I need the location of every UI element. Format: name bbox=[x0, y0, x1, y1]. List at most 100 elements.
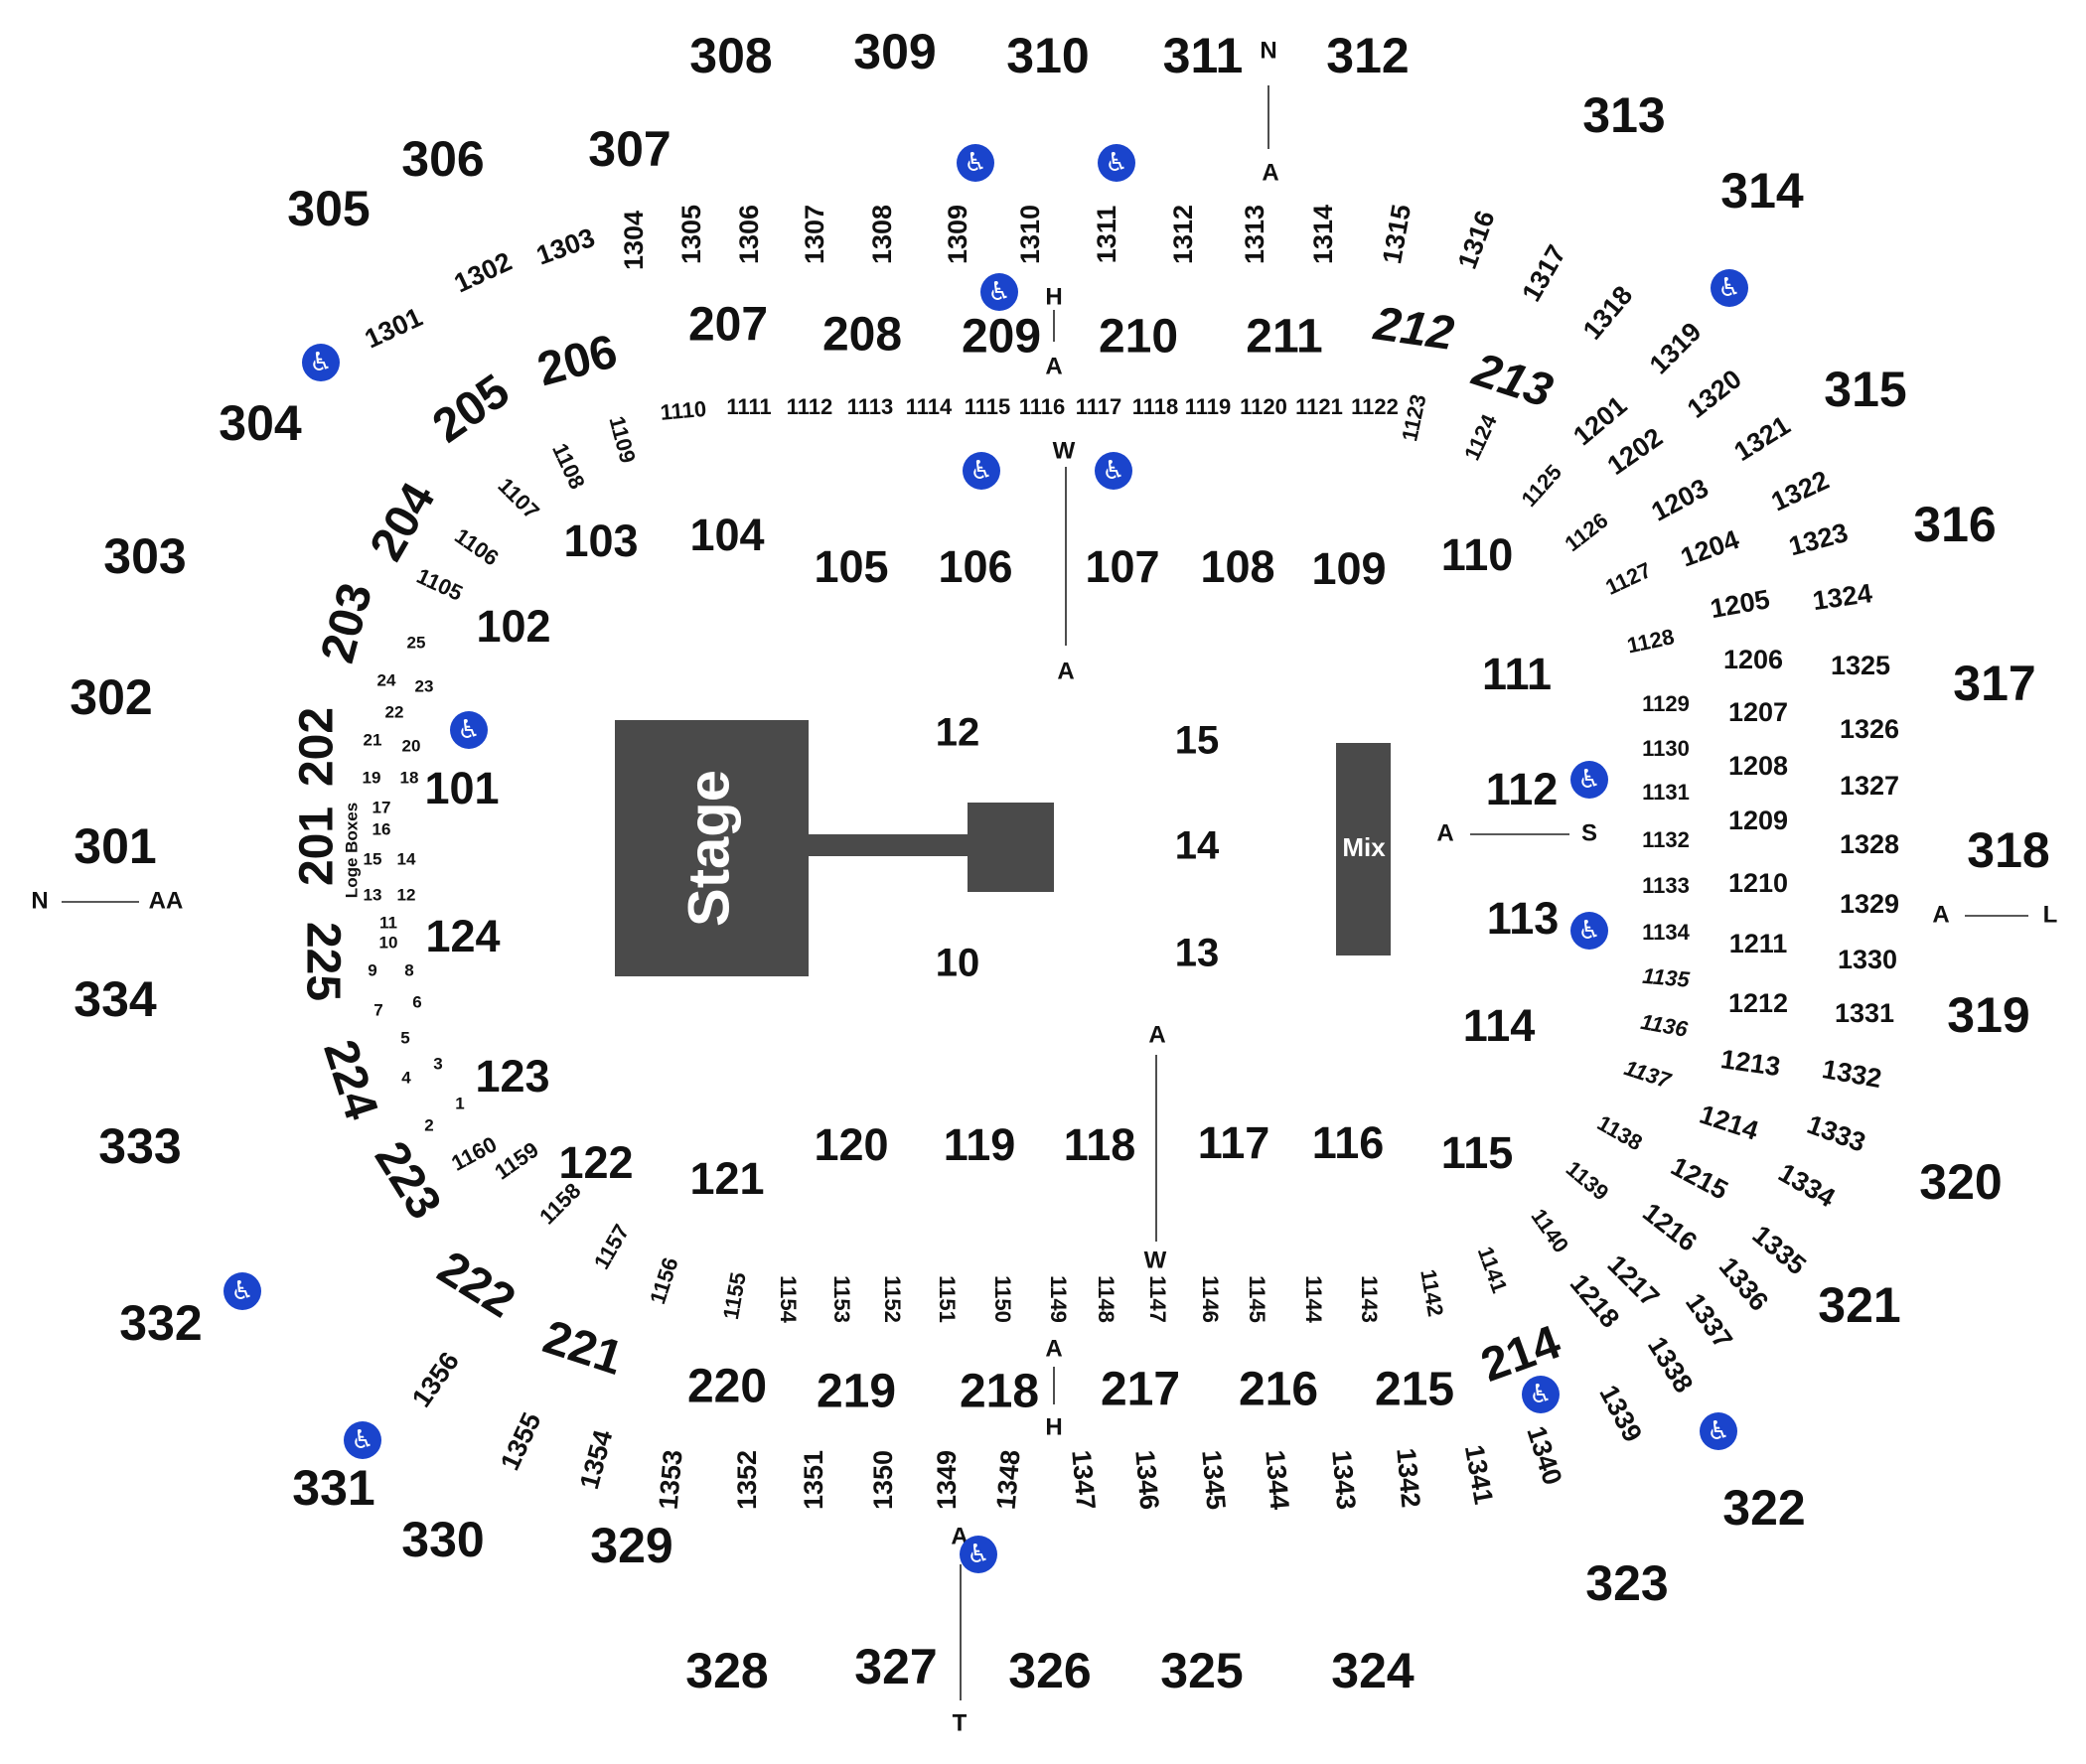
section-14[interactable]: 14 bbox=[1175, 824, 1220, 868]
section-304[interactable]: 304 bbox=[219, 395, 302, 451]
loge-box-9[interactable]: 9 bbox=[368, 960, 376, 979]
section-319[interactable]: 319 bbox=[1947, 987, 2029, 1043]
suite-1327[interactable]: 1327 bbox=[1840, 771, 1899, 801]
section-117[interactable]: 117 bbox=[1198, 1117, 1270, 1168]
suite-1329[interactable]: 1329 bbox=[1840, 889, 1899, 919]
suite-1304[interactable]: 1304 bbox=[619, 211, 649, 270]
section-311[interactable]: 311 bbox=[1163, 28, 1244, 83]
suite-1139[interactable]: 1139 bbox=[1562, 1156, 1614, 1206]
suite-1313[interactable]: 1313 bbox=[1240, 205, 1269, 264]
section-326[interactable]: 326 bbox=[1008, 1643, 1091, 1698]
suite-1154[interactable]: 1154 bbox=[776, 1275, 801, 1323]
suite-1350[interactable]: 1350 bbox=[868, 1450, 898, 1510]
suite-1123[interactable]: 1123 bbox=[1397, 392, 1430, 444]
section-310[interactable]: 310 bbox=[1006, 28, 1089, 83]
suite-1308[interactable]: 1308 bbox=[867, 205, 897, 264]
section-205[interactable]: 205 bbox=[423, 365, 519, 453]
suite-1119[interactable]: 1119 bbox=[1185, 394, 1232, 419]
suite-1302[interactable]: 1302 bbox=[450, 246, 517, 299]
suite-1356[interactable]: 1356 bbox=[406, 1347, 465, 1412]
suite-1310[interactable]: 1310 bbox=[1015, 205, 1045, 264]
section-201[interactable]: 201 bbox=[291, 807, 344, 886]
suite-1352[interactable]: 1352 bbox=[732, 1450, 762, 1510]
suite-1137[interactable]: 1137 bbox=[1621, 1055, 1675, 1094]
section-115[interactable]: 115 bbox=[1441, 1127, 1514, 1178]
suite-1315[interactable]: 1315 bbox=[1377, 202, 1416, 265]
suite-1138[interactable]: 1138 bbox=[1593, 1110, 1647, 1156]
suite-1111[interactable]: 1111 bbox=[726, 394, 771, 419]
section-221[interactable]: 221 bbox=[537, 1311, 630, 1386]
suite-1126[interactable]: 1126 bbox=[1560, 508, 1612, 556]
suite-1144[interactable]: 1144 bbox=[1301, 1275, 1326, 1323]
section-324[interactable]: 324 bbox=[1331, 1643, 1415, 1698]
suite-1210[interactable]: 1210 bbox=[1728, 868, 1788, 898]
suite-1325[interactable]: 1325 bbox=[1831, 651, 1890, 680]
section-313[interactable]: 313 bbox=[1582, 87, 1665, 143]
section-220[interactable]: 220 bbox=[687, 1361, 767, 1413]
section-332[interactable]: 332 bbox=[119, 1295, 202, 1351]
section-102[interactable]: 102 bbox=[476, 601, 550, 652]
section-204[interactable]: 204 bbox=[361, 474, 446, 569]
suite-1155[interactable]: 1155 bbox=[718, 1270, 751, 1321]
suite-1147[interactable]: 1147 bbox=[1145, 1275, 1170, 1323]
loge-box-22[interactable]: 22 bbox=[385, 702, 404, 721]
section-122[interactable]: 122 bbox=[558, 1137, 633, 1188]
suite-1110[interactable]: 1110 bbox=[660, 396, 708, 425]
suite-1343[interactable]: 1343 bbox=[1326, 1449, 1361, 1511]
loge-box-7[interactable]: 7 bbox=[373, 1000, 382, 1019]
section-213[interactable]: 213 bbox=[1466, 343, 1560, 418]
suite-1128[interactable]: 1128 bbox=[1625, 624, 1677, 658]
section-119[interactable]: 119 bbox=[944, 1119, 1016, 1170]
stage[interactable] bbox=[615, 720, 809, 976]
suite-1342[interactable]: 1342 bbox=[1391, 1447, 1425, 1509]
section-215[interactable]: 215 bbox=[1375, 1364, 1454, 1416]
section-318[interactable]: 318 bbox=[1967, 822, 2049, 878]
section-15[interactable]: 15 bbox=[1175, 719, 1220, 763]
loge-box-18[interactable]: 18 bbox=[400, 768, 419, 787]
section-13[interactable]: 13 bbox=[1175, 932, 1220, 975]
suite-1319[interactable]: 1319 bbox=[1644, 317, 1708, 380]
suite-1133[interactable]: 1133 bbox=[1642, 873, 1690, 898]
section-110[interactable]: 110 bbox=[1441, 529, 1514, 580]
suite-1348[interactable]: 1348 bbox=[991, 1449, 1026, 1511]
suite-1355[interactable]: 1355 bbox=[495, 1408, 547, 1475]
loge-box-3[interactable]: 3 bbox=[433, 1054, 442, 1073]
suite-1346[interactable]: 1346 bbox=[1129, 1449, 1164, 1511]
suite-1344[interactable]: 1344 bbox=[1260, 1449, 1294, 1511]
section-112[interactable]: 112 bbox=[1486, 764, 1559, 814]
suite-1159[interactable]: 1159 bbox=[490, 1137, 542, 1185]
loge-box-14[interactable]: 14 bbox=[397, 849, 416, 868]
suite-1142[interactable]: 1142 bbox=[1416, 1267, 1448, 1318]
section-327[interactable]: 327 bbox=[854, 1639, 937, 1694]
suite-1328[interactable]: 1328 bbox=[1840, 829, 1899, 859]
section-207[interactable]: 207 bbox=[688, 299, 768, 352]
suite-1141[interactable]: 1141 bbox=[1473, 1244, 1513, 1296]
suite-1212[interactable]: 1212 bbox=[1728, 988, 1788, 1018]
suite-1131[interactable]: 1131 bbox=[1642, 780, 1690, 805]
section-330[interactable]: 330 bbox=[401, 1512, 484, 1567]
suite-1157[interactable]: 1157 bbox=[589, 1220, 635, 1273]
section-331[interactable]: 331 bbox=[292, 1460, 374, 1516]
suite-1143[interactable]: 1143 bbox=[1357, 1275, 1382, 1323]
suite-1122[interactable]: 1122 bbox=[1351, 394, 1399, 419]
section-328[interactable]: 328 bbox=[685, 1643, 768, 1698]
suite-1213[interactable]: 1213 bbox=[1718, 1044, 1782, 1082]
loge-box-16[interactable]: 16 bbox=[372, 819, 391, 838]
suite-1312[interactable]: 1312 bbox=[1168, 205, 1198, 264]
section-202[interactable]: 202 bbox=[291, 707, 344, 787]
section-223[interactable]: 223 bbox=[365, 1132, 451, 1228]
suite-1120[interactable]: 1120 bbox=[1240, 394, 1287, 419]
loge-box-21[interactable]: 21 bbox=[364, 730, 382, 749]
suite-1127[interactable]: 1127 bbox=[1601, 557, 1655, 600]
section-312[interactable]: 312 bbox=[1326, 28, 1409, 83]
section-217[interactable]: 217 bbox=[1101, 1364, 1180, 1416]
suite-1208[interactable]: 1208 bbox=[1728, 751, 1788, 781]
suite-1349[interactable]: 1349 bbox=[932, 1450, 962, 1510]
section-124[interactable]: 124 bbox=[425, 911, 500, 961]
suite-1113[interactable]: 1113 bbox=[847, 394, 894, 419]
suite-1214[interactable]: 1214 bbox=[1696, 1100, 1761, 1146]
suite-1149[interactable]: 1149 bbox=[1046, 1275, 1071, 1323]
section-321[interactable]: 321 bbox=[1818, 1277, 1900, 1333]
suite-1326[interactable]: 1326 bbox=[1840, 714, 1899, 744]
loge-box-12[interactable]: 12 bbox=[397, 885, 416, 904]
